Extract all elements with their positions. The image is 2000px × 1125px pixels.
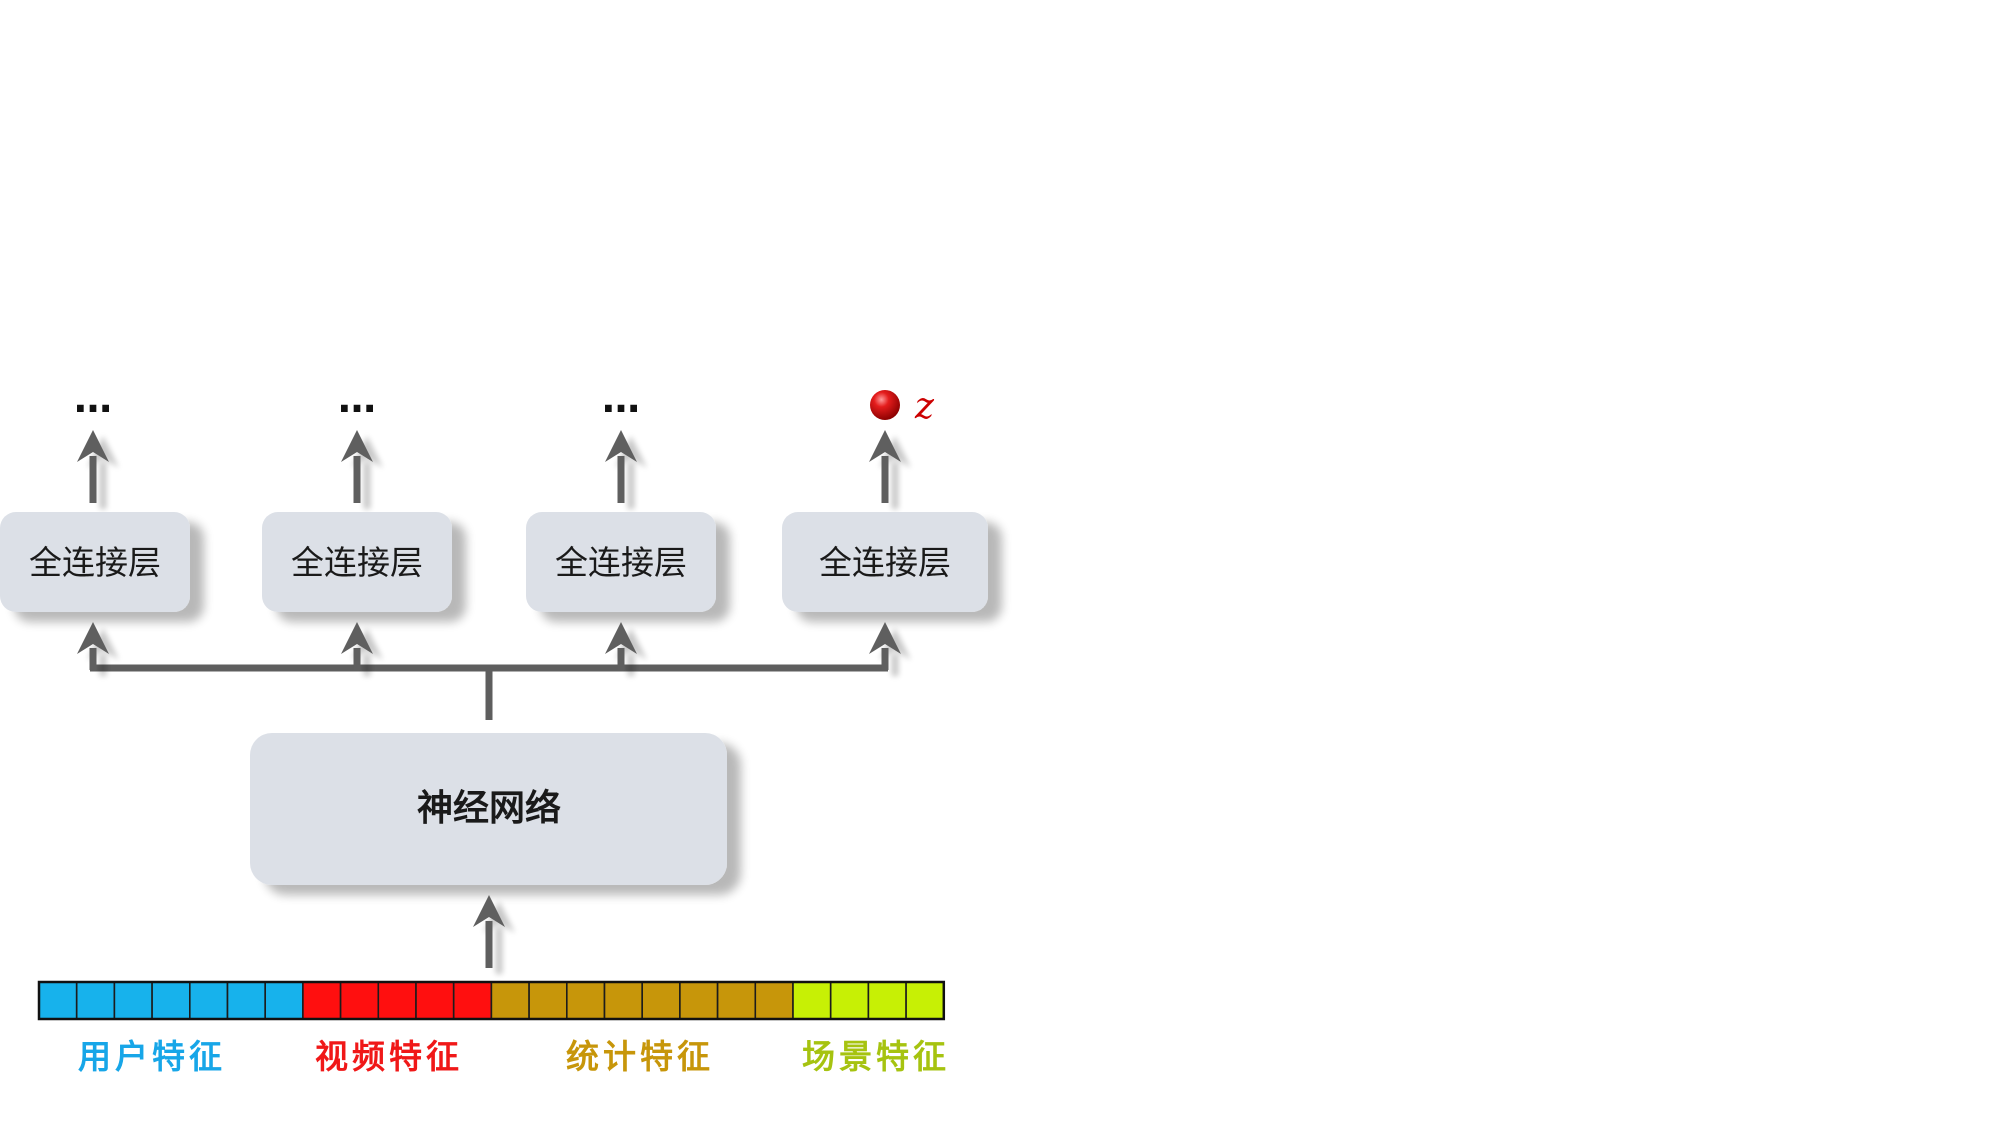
feature-cell bbox=[679, 981, 719, 1020]
output-ellipsis: … bbox=[338, 377, 376, 421]
feature-group-labels: 用户特征 视频特征 统计特征 场景特征 bbox=[78, 1037, 950, 1076]
feature-cell bbox=[490, 981, 530, 1020]
branch-arrow-1 bbox=[77, 622, 109, 670]
branch-arrow-4 bbox=[869, 622, 901, 670]
output-z: z bbox=[870, 386, 935, 427]
feature-cell bbox=[716, 981, 757, 1020]
output-ball-icon bbox=[870, 390, 900, 420]
feature-cell bbox=[641, 981, 681, 1020]
feature-cell bbox=[603, 981, 644, 1020]
neural-network-block: 神经网络 bbox=[250, 733, 727, 885]
fc-layer-1: 全连接层 bbox=[0, 512, 190, 612]
output-ellipsis: … bbox=[602, 377, 640, 421]
output-arrow-3 bbox=[605, 430, 637, 503]
output-arrows bbox=[77, 430, 901, 503]
output-ellipsis: … bbox=[74, 377, 112, 421]
feature-cell bbox=[829, 981, 870, 1020]
fc-layer-box bbox=[526, 512, 716, 612]
fc-layer-label: 全连接层 bbox=[29, 543, 161, 582]
branch-arrow-3 bbox=[605, 622, 637, 670]
feature-cell bbox=[528, 981, 568, 1020]
fc-layer-2: 全连接层 bbox=[262, 512, 452, 612]
output-arrow-1 bbox=[77, 430, 109, 503]
feature-cell bbox=[38, 981, 78, 1020]
feature-group-label: 统计特征 bbox=[566, 1037, 714, 1076]
input-arrow bbox=[473, 895, 505, 968]
feature-cell bbox=[452, 981, 493, 1020]
feature-cell bbox=[565, 981, 606, 1020]
feature-cell bbox=[905, 981, 945, 1020]
feature-cell bbox=[415, 981, 455, 1020]
feature-vector-border bbox=[37, 980, 946, 1021]
feature-cell bbox=[264, 981, 304, 1020]
feature-group-label: 用户特征 bbox=[78, 1037, 226, 1076]
fc-layer-label: 全连接层 bbox=[819, 543, 951, 582]
fc-layer-3: 全连接层 bbox=[526, 512, 716, 612]
output-arrow-4 bbox=[869, 430, 901, 503]
feature-group-2 bbox=[302, 981, 493, 1020]
neural-network-box bbox=[250, 733, 727, 885]
branch-connector bbox=[77, 622, 901, 720]
feature-cell bbox=[792, 981, 832, 1020]
output-z-label: z bbox=[914, 386, 935, 427]
fc-layer-box bbox=[0, 512, 190, 612]
feature-cell bbox=[113, 981, 153, 1020]
feature-cell bbox=[339, 981, 380, 1020]
feature-cell bbox=[867, 981, 907, 1020]
input-up-arrow bbox=[473, 895, 505, 968]
fc-layer-4: 全连接层 bbox=[782, 512, 988, 612]
fc-layer-box bbox=[262, 512, 452, 612]
feature-group-label: 场景特征 bbox=[802, 1037, 950, 1076]
output-labels: … … … z bbox=[74, 377, 935, 427]
output-arrow-2 bbox=[341, 430, 373, 503]
branch-arrow-2 bbox=[341, 622, 373, 670]
feature-group-1 bbox=[38, 981, 304, 1020]
feature-vector bbox=[37, 980, 946, 1021]
feature-cell bbox=[377, 981, 417, 1020]
neural-network-label: 神经网络 bbox=[417, 787, 561, 829]
feature-cell bbox=[226, 981, 267, 1020]
feature-group-3 bbox=[490, 981, 794, 1020]
fully-connected-layers: 全连接层 全连接层 全连接层 全连接层 bbox=[0, 512, 988, 612]
feature-cell bbox=[189, 981, 229, 1020]
feature-cell bbox=[151, 981, 191, 1020]
feature-group-label: 视频特征 bbox=[315, 1037, 463, 1076]
fc-layer-label: 全连接层 bbox=[291, 543, 423, 582]
feature-group-4 bbox=[792, 981, 945, 1020]
fc-layer-label: 全连接层 bbox=[555, 543, 687, 582]
feature-cell bbox=[754, 981, 794, 1020]
feature-cell bbox=[75, 981, 116, 1020]
fc-layer-box bbox=[782, 512, 988, 612]
feature-cell bbox=[302, 981, 342, 1020]
